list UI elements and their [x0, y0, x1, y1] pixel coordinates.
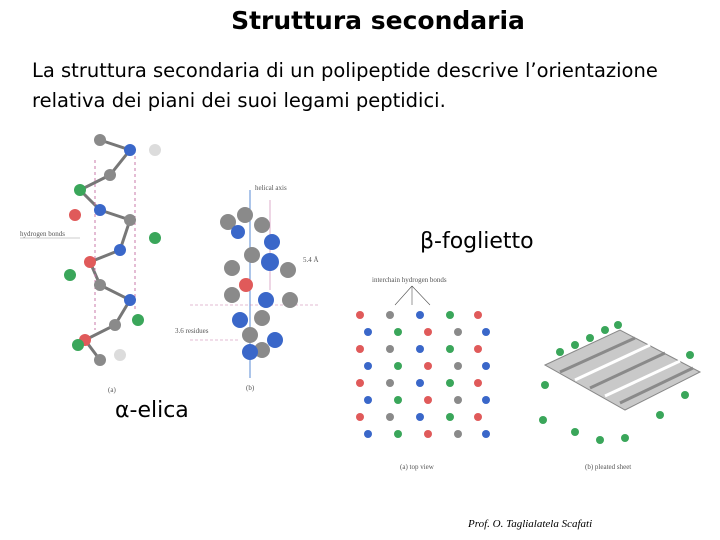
pitch-label: 5.4 Å	[303, 256, 319, 264]
atom	[474, 413, 482, 421]
author-credit: Prof. O. Taglialatela Scafati	[468, 518, 592, 530]
atom	[364, 430, 372, 438]
atom	[446, 379, 454, 387]
atom	[446, 311, 454, 319]
atom	[446, 413, 454, 421]
atom	[482, 362, 490, 370]
alpha-helix-spacefill: helical axis 5.4 Å 3.6 residues (b)	[175, 184, 320, 392]
atom	[424, 328, 432, 336]
atom	[424, 396, 432, 404]
atom	[446, 345, 454, 353]
pleated-label: (b) pleated sheet	[585, 463, 631, 471]
atom	[386, 345, 394, 353]
atom	[454, 430, 462, 438]
alpha-helix-label: α-elica	[115, 398, 189, 423]
pleated-sheet: (b) pleated sheet	[539, 321, 700, 471]
beta-sheet-label: β-foglietto	[420, 229, 534, 254]
atom	[474, 311, 482, 319]
atom	[356, 345, 364, 353]
atom	[416, 413, 424, 421]
atom	[454, 328, 462, 336]
atom	[424, 430, 432, 438]
atom	[424, 362, 432, 370]
atom	[364, 328, 372, 336]
beta-sheet-topview: interchain hydrogen bonds (a) top view	[356, 276, 490, 471]
panel-b-label: (b)	[246, 384, 255, 392]
residues-label: 3.6 residues	[175, 327, 209, 335]
atom	[482, 396, 490, 404]
atom	[474, 379, 482, 387]
hydrogen-bonds-label: hydrogen bonds	[20, 230, 65, 238]
interchain-label: interchain hydrogen bonds	[372, 276, 447, 284]
atom	[394, 362, 402, 370]
alpha-helix-model: hydrogen bonds (a)	[20, 134, 161, 394]
atom	[386, 311, 394, 319]
atom	[394, 396, 402, 404]
atom	[454, 362, 462, 370]
atom	[386, 413, 394, 421]
atom	[356, 311, 364, 319]
top-view-label: (a) top view	[400, 463, 435, 471]
atom	[356, 379, 364, 387]
atom	[416, 379, 424, 387]
atom	[364, 362, 372, 370]
atom	[482, 430, 490, 438]
atom	[394, 328, 402, 336]
helical-axis-label: helical axis	[255, 184, 287, 192]
atom	[364, 396, 372, 404]
atom	[356, 413, 364, 421]
panel-a-label: (a)	[108, 386, 116, 394]
atom	[482, 328, 490, 336]
atom	[394, 430, 402, 438]
atom	[454, 396, 462, 404]
atom	[386, 379, 394, 387]
atom	[416, 345, 424, 353]
atom	[416, 311, 424, 319]
atom	[474, 345, 482, 353]
